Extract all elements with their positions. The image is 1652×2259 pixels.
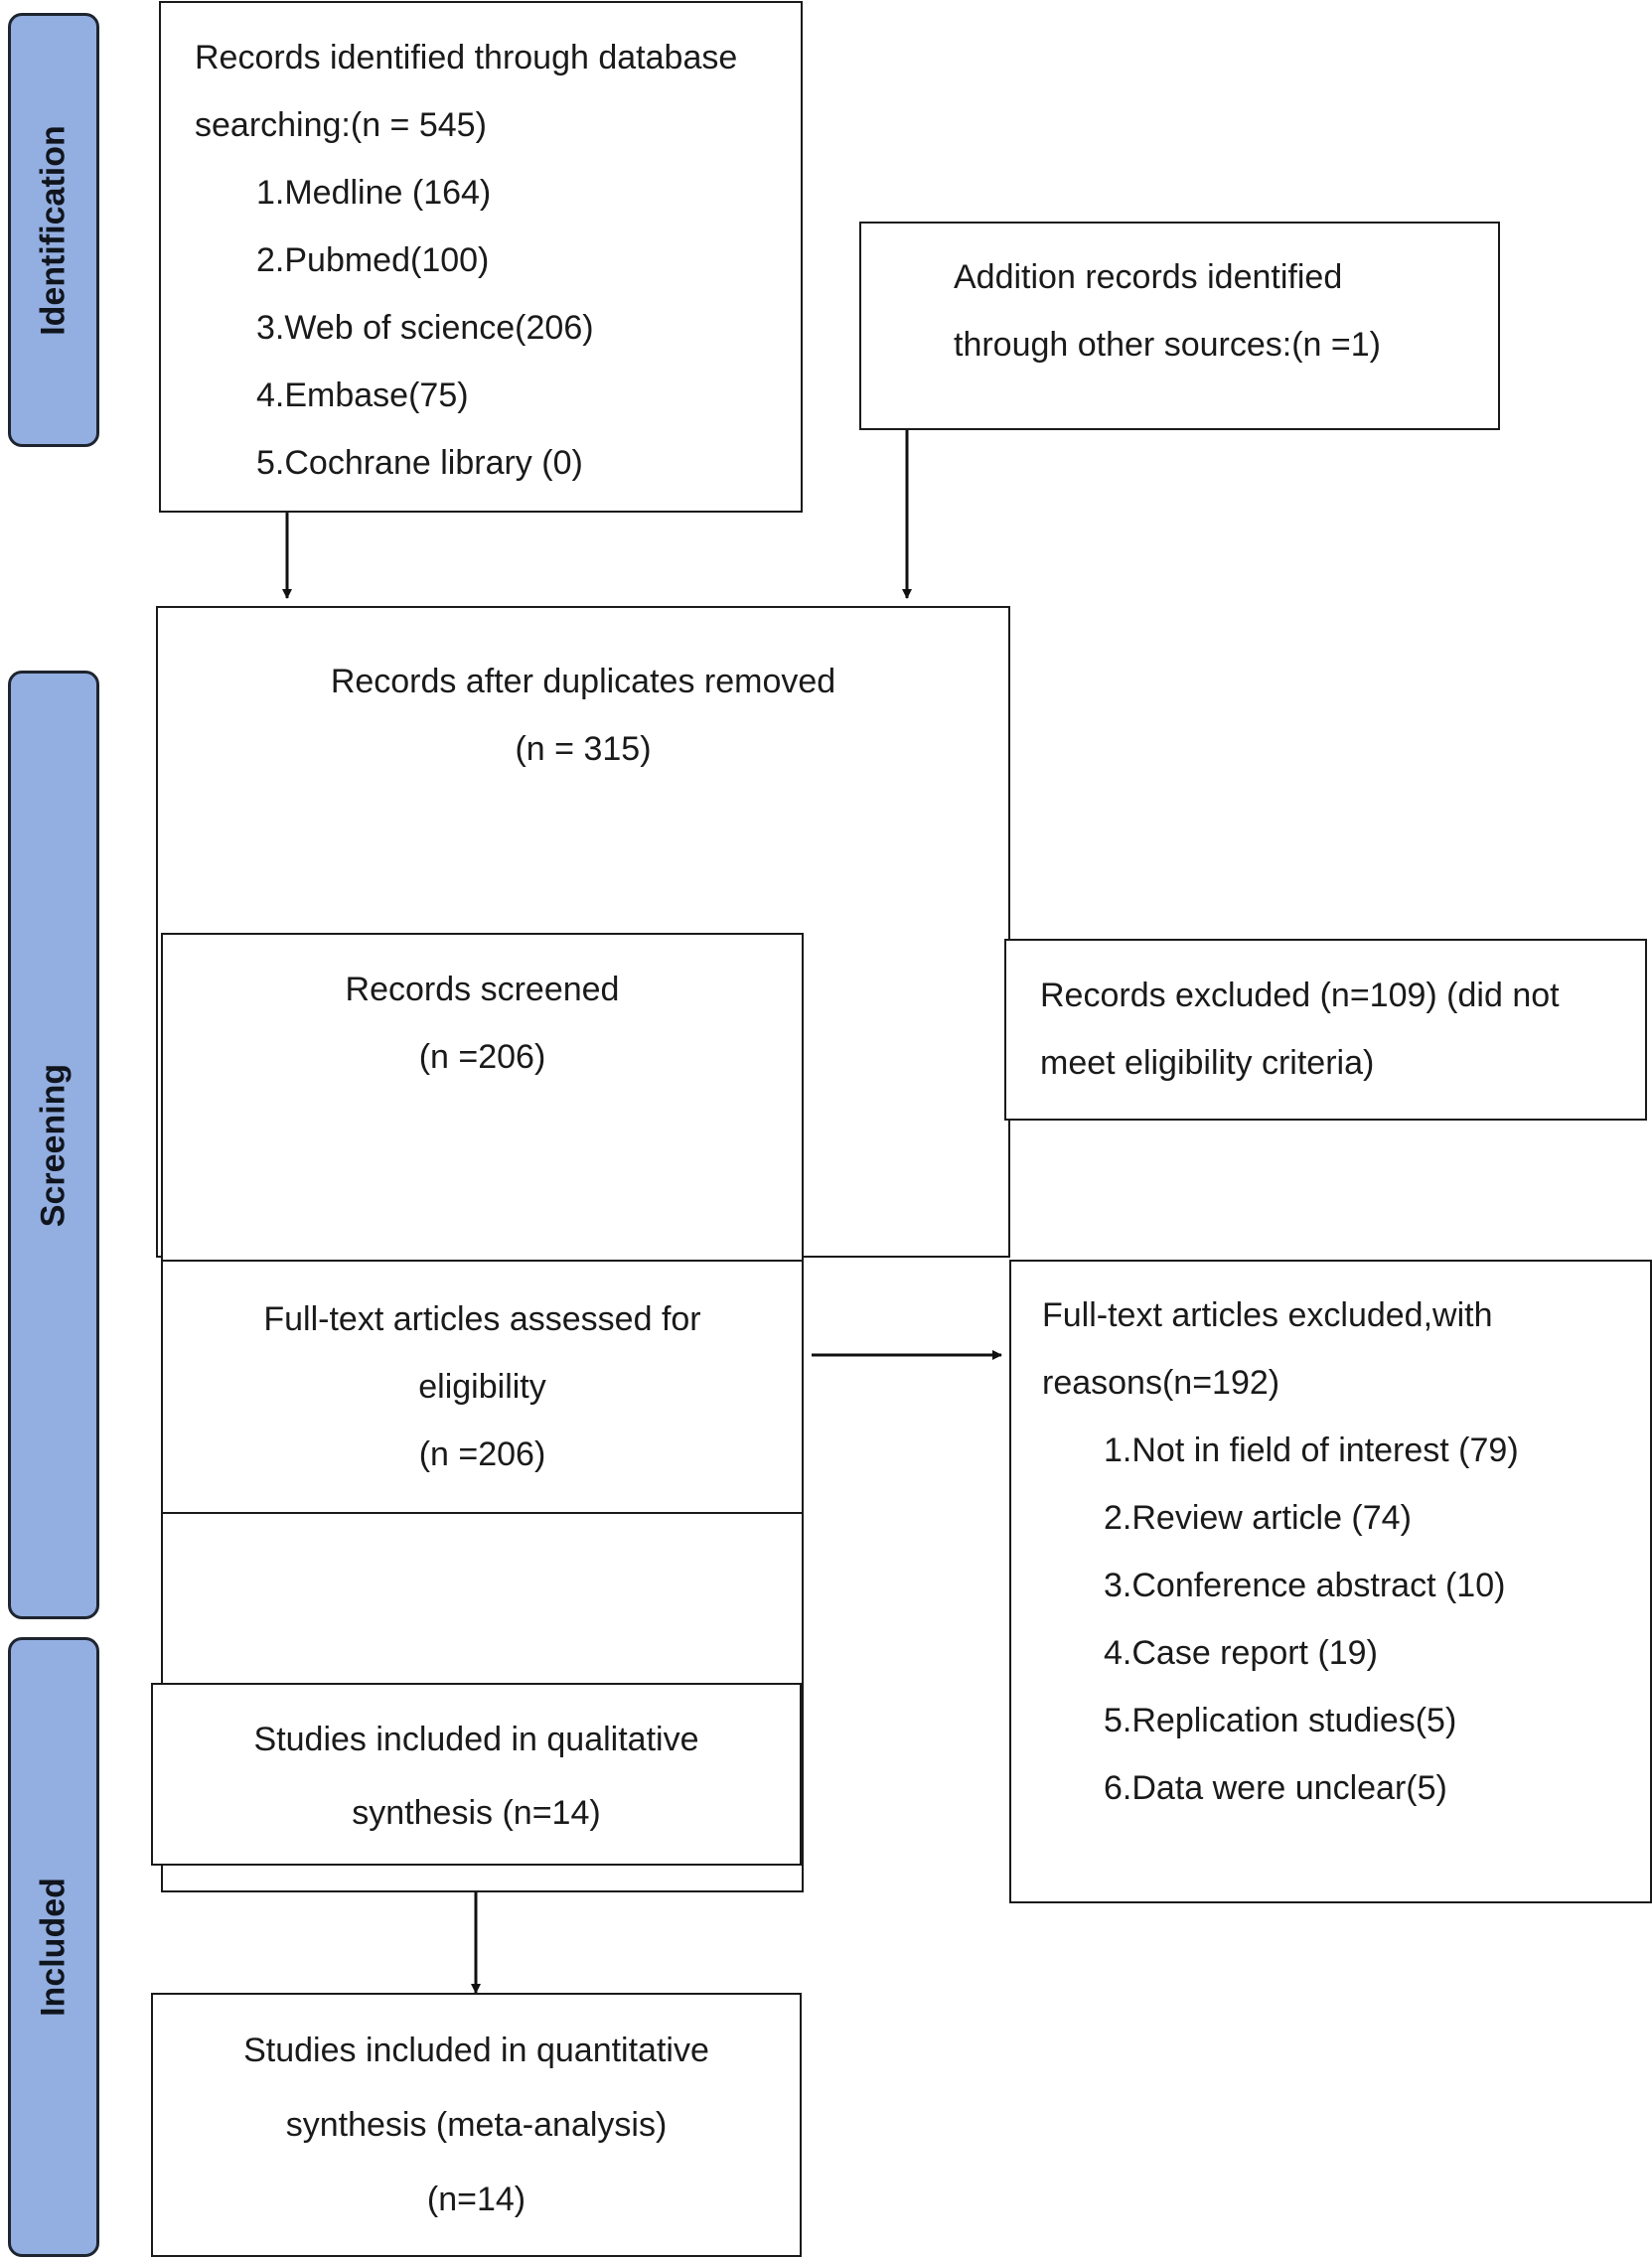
quantitative-line-2: synthesis (meta-analysis) xyxy=(285,2106,668,2144)
database-line-1: Records identified through database xyxy=(195,39,738,76)
full-text-assessed-box xyxy=(161,1260,804,1514)
stage-identification-label: Identification xyxy=(34,124,73,336)
records-excluded-line-2: meet eligibility criteria) xyxy=(1040,1044,1375,1082)
stage-included: Included xyxy=(8,1637,99,2257)
database-line-2: searching:(n = 545) xyxy=(195,106,487,144)
full-text-excluded-line-1: Full-text articles excluded,with xyxy=(1042,1296,1493,1334)
exclusion-reason: 6.Data were unclear(5) xyxy=(1104,1769,1447,1807)
exclusion-reason: 5.Replication studies(5) xyxy=(1104,1702,1457,1739)
full-text-line-2: eligibility xyxy=(418,1368,546,1406)
other-sources-box: Addition records identified through othe… xyxy=(859,222,1500,430)
stage-screening: Screening xyxy=(8,671,99,1619)
quantitative-line-1: Studies included in quantitative xyxy=(243,2032,709,2069)
quantitative-text: Studies included in quantitative synthes… xyxy=(151,2014,802,2237)
stage-included-label: Included xyxy=(34,1878,73,2017)
other-sources-line-1: Addition records identified xyxy=(954,258,1343,296)
duplicates-removed-line-2: (n = 315) xyxy=(515,730,652,768)
duplicates-removed-text: Records after duplicates removed (n = 31… xyxy=(156,648,1010,783)
exclusion-reason: 1.Not in field of interest (79) xyxy=(1104,1431,1519,1469)
database-item: 4.Embase(75) xyxy=(256,376,469,414)
full-text-assessed-text: Full-text articles assessed for eligibil… xyxy=(161,1285,804,1488)
quantitative-box xyxy=(151,1993,802,2257)
full-text-excluded-box: Full-text articles excluded,with reasons… xyxy=(1009,1260,1652,1903)
database-item: 3.Web of science(206) xyxy=(256,309,594,347)
duplicates-removed-line-1: Records after duplicates removed xyxy=(330,663,836,700)
records-screened-line-1: Records screened xyxy=(345,971,620,1008)
records-excluded-line-1: Records excluded (n=109) (did not xyxy=(1040,977,1560,1014)
database-records-box: Records identified through database sear… xyxy=(159,1,803,513)
database-item: 1.Medline (164) xyxy=(256,174,492,212)
qualitative-box xyxy=(151,1683,802,1866)
full-text-excluded-line-2: reasons(n=192) xyxy=(1042,1364,1280,1402)
full-text-line-1: Full-text articles assessed for xyxy=(263,1300,701,1338)
full-text-line-3: (n =206) xyxy=(418,1435,546,1473)
exclusion-reason: 3.Conference abstract (10) xyxy=(1104,1567,1506,1604)
other-sources-line-2: through other sources:(n =1) xyxy=(954,326,1381,364)
stage-screening-label: Screening xyxy=(34,1063,73,1227)
records-screened-text: Records screened (n =206) xyxy=(161,956,804,1091)
records-screened-line-2: (n =206) xyxy=(418,1038,546,1076)
records-excluded-box: Records excluded (n=109) (did not meet e… xyxy=(1004,939,1647,1121)
exclusion-reason: 2.Review article (74) xyxy=(1104,1499,1412,1537)
qualitative-line-1: Studies included in qualitative xyxy=(253,1721,699,1758)
qualitative-line-2: synthesis (n=14) xyxy=(352,1794,601,1832)
database-item: 5.Cochrane library (0) xyxy=(256,444,583,482)
database-item: 2.Pubmed(100) xyxy=(256,241,490,279)
quantitative-line-3: (n=14) xyxy=(426,2181,526,2218)
stage-identification: Identification xyxy=(8,13,99,447)
exclusion-reason: 4.Case report (19) xyxy=(1104,1634,1378,1672)
qualitative-text: Studies included in qualitative synthesi… xyxy=(151,1703,802,1850)
